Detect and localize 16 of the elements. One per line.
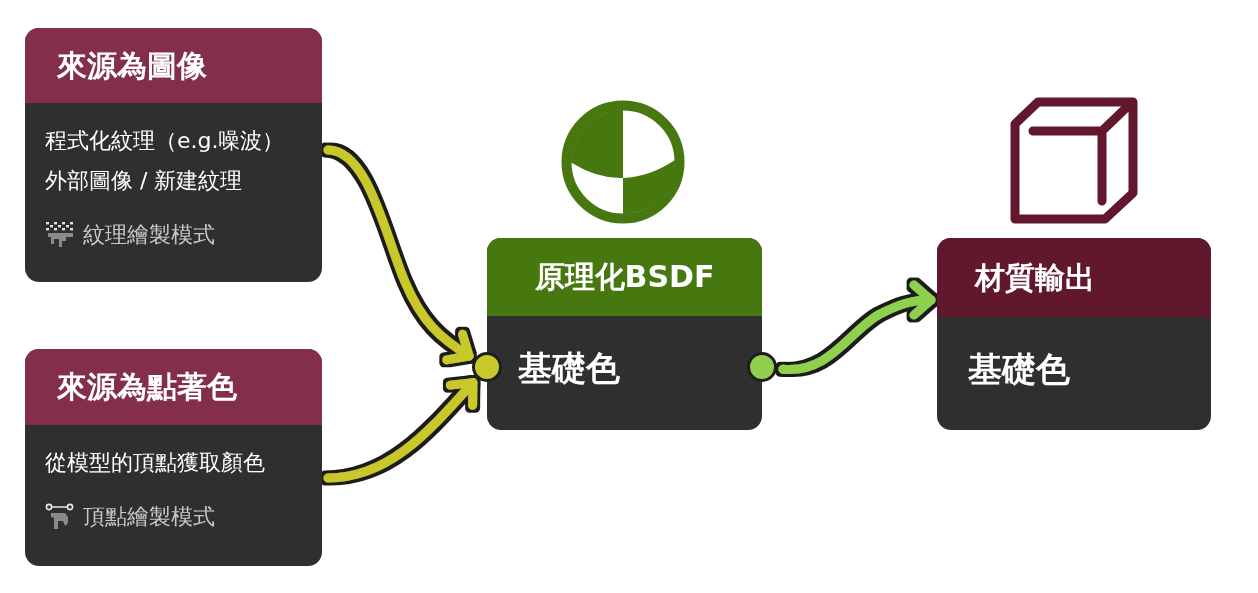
node-card xyxy=(25,349,322,566)
node-title: 材質輸出 xyxy=(975,258,1095,297)
socket-icon xyxy=(747,352,777,382)
node-card xyxy=(937,238,1211,430)
socket-label: 基礎色 xyxy=(968,349,1071,389)
mode-label: 紋理繪製模式 xyxy=(83,221,215,249)
node-card xyxy=(25,28,322,282)
description-text: 程式化紋理（e.g.噪波） xyxy=(45,127,286,155)
description-text: 外部圖像 / 新建紋理 xyxy=(45,167,244,195)
socket-label: 基礎色 xyxy=(518,348,621,388)
node-title: 來源為圖像 xyxy=(57,46,207,85)
node-title: 原理化BSDF xyxy=(534,258,715,296)
description-text: 從模型的頂點獲取顏色 xyxy=(45,449,266,477)
mode-label: 頂點繪製模式 xyxy=(83,503,215,531)
node-title: 來源為點著色 xyxy=(57,368,237,406)
node-card xyxy=(487,238,762,430)
